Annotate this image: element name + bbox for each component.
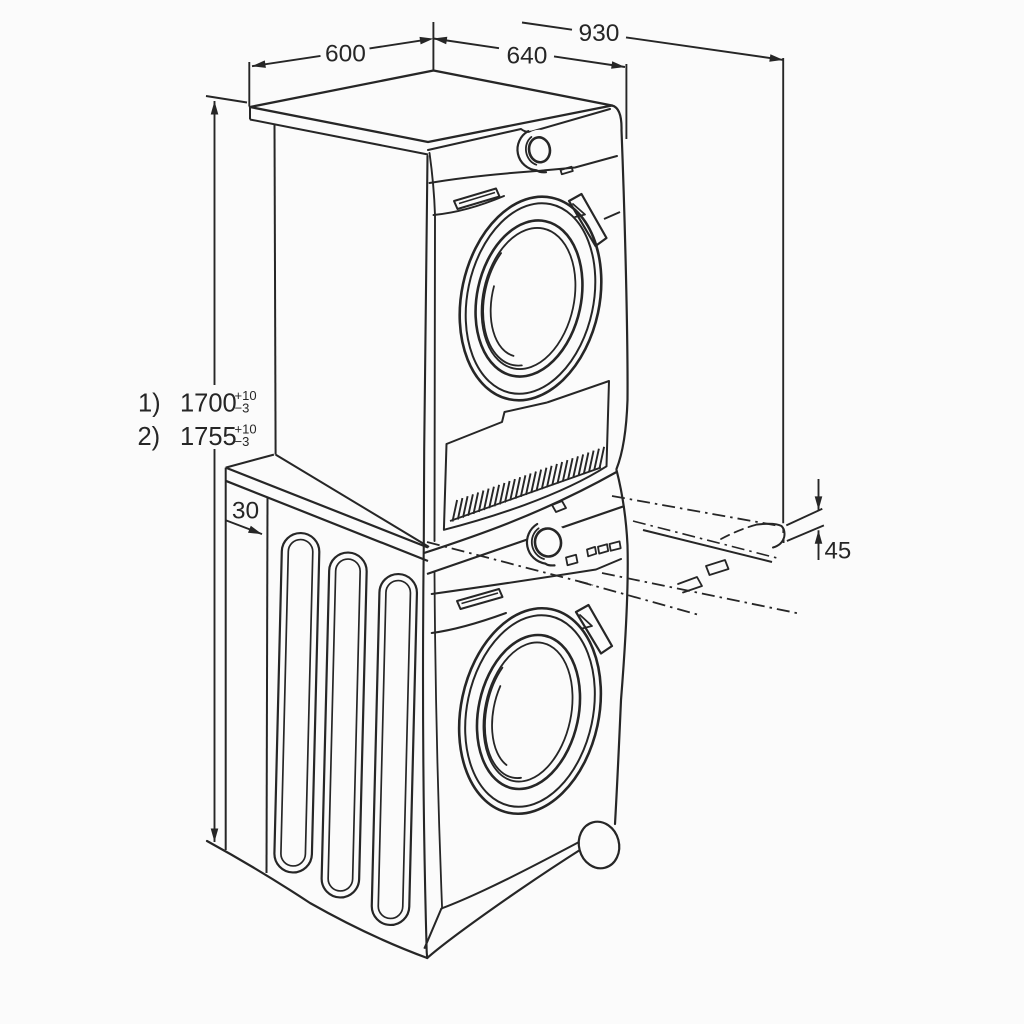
svg-text:+10: +10 — [235, 388, 257, 403]
svg-text:30: 30 — [232, 498, 259, 525]
svg-text:640: 640 — [507, 43, 548, 70]
svg-text:1700: 1700 — [180, 390, 237, 418]
svg-text:−3: −3 — [235, 401, 250, 416]
svg-text:+10: +10 — [235, 422, 257, 437]
svg-text:1755: 1755 — [180, 423, 237, 451]
svg-text:45: 45 — [825, 538, 852, 565]
svg-text:600: 600 — [325, 41, 366, 68]
svg-text:930: 930 — [579, 20, 620, 47]
svg-text:−3: −3 — [235, 434, 250, 449]
svg-text:1): 1) — [138, 390, 161, 418]
svg-text:2): 2) — [138, 423, 161, 451]
